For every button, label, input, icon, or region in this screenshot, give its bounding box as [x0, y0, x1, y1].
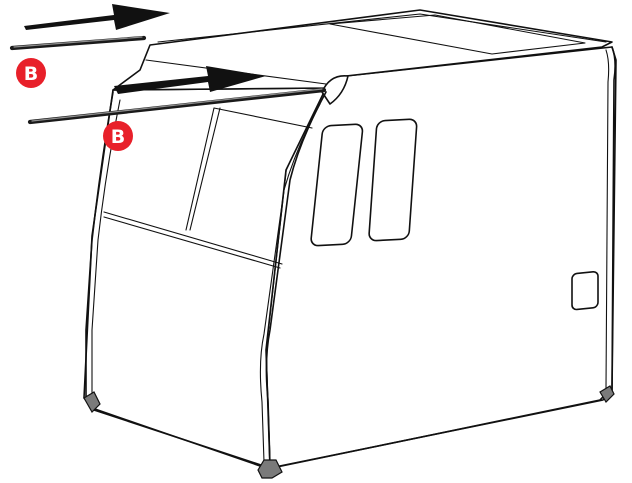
front-left-pole-inner [91, 99, 121, 397]
corner-cap-front-left [83, 391, 101, 413]
rear-right-pole-inner [605, 49, 610, 389]
arrow-upper [24, 4, 170, 30]
rod-b-lower-group [27, 66, 327, 125]
rod-b-lower [27, 87, 327, 125]
front-window-sill-2 [103, 216, 281, 269]
callout-b-lower-circle [103, 121, 133, 151]
callout-b-upper: B [16, 58, 46, 88]
callout-b-upper-label: B [24, 63, 38, 85]
roof-skylight [329, 14, 586, 55]
right-side-wall [265, 46, 617, 469]
callout-b-lower: B [103, 121, 133, 151]
front-mullion-left [189, 107, 221, 231]
rod-b-lower-highlight [31, 88, 323, 122]
front-window-top [213, 107, 313, 129]
rod-b-upper-group [9, 4, 170, 51]
corner-cap-rear-right [599, 385, 615, 403]
arrow-lower [114, 66, 266, 94]
callout-b-upper-circle [16, 58, 46, 88]
rod-b-upper-highlight [13, 36, 143, 48]
roof-edge-line [157, 13, 607, 43]
side-vent [571, 270, 599, 311]
rear-right-pole [611, 46, 616, 391]
front-window-sill [103, 211, 283, 265]
corner-cap-front-right [257, 459, 283, 479]
callout-b-lower-label: B [111, 126, 125, 148]
front-mullion-left-2 [185, 107, 215, 231]
side-window-right [368, 118, 418, 242]
rod-b-upper [9, 35, 147, 51]
side-window-left [310, 123, 364, 247]
roof-corner-cap [321, 75, 349, 105]
